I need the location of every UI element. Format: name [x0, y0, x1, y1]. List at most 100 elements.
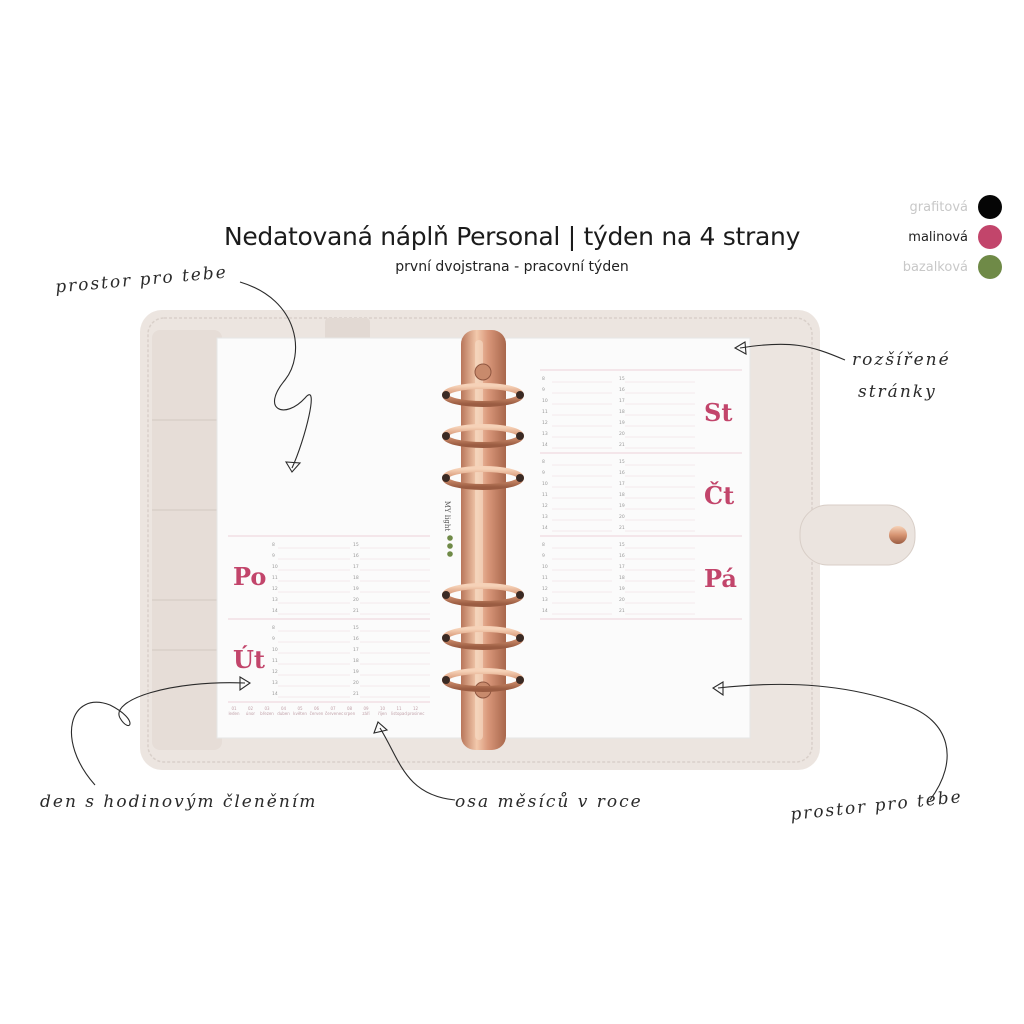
color-dot[interactable] — [978, 225, 1002, 249]
hour-label: 11 — [542, 410, 548, 415]
day-label-pa: Pá — [704, 564, 737, 593]
color-option-grafitova[interactable]: grafitová — [910, 195, 1002, 219]
hour-label: 9 — [542, 554, 545, 559]
hour-label: 11 — [542, 576, 548, 581]
hour-label: 20 — [353, 598, 359, 603]
right-page — [504, 337, 751, 739]
hour-label: 16 — [353, 637, 359, 642]
annotation-extended-pages-1: rozšířené — [852, 350, 951, 370]
hour-label: 12 — [542, 421, 548, 426]
hour-label: 8 — [542, 543, 545, 548]
hour-label: 10 — [542, 482, 548, 487]
hour-label: 18 — [619, 493, 625, 498]
hour-label: 21 — [353, 609, 359, 614]
hour-label: 10 — [272, 565, 278, 570]
hour-label: 21 — [619, 526, 625, 531]
hour-label: 14 — [542, 526, 548, 531]
hour-label: 17 — [619, 565, 625, 570]
hour-label: 8 — [272, 543, 275, 548]
hour-label: 21 — [619, 609, 625, 614]
color-dot[interactable] — [978, 255, 1002, 279]
hour-label: 16 — [619, 471, 625, 476]
hour-label: 15 — [353, 543, 359, 548]
hour-label: 8 — [542, 377, 545, 382]
color-option-label: bazalková — [902, 259, 968, 275]
hour-label: 14 — [272, 609, 278, 614]
hour-label: 10 — [542, 565, 548, 570]
hour-label: 11 — [542, 493, 548, 498]
day-label-ct: Čt — [704, 481, 735, 510]
hour-label: 20 — [619, 598, 625, 603]
color-option-malinova[interactable]: malinová — [908, 225, 1002, 249]
hour-label: 8 — [272, 626, 275, 631]
hour-label: 16 — [353, 554, 359, 559]
hour-label: 18 — [353, 576, 359, 581]
hour-label: 20 — [619, 432, 625, 437]
hour-label: 9 — [542, 471, 545, 476]
hour-label: 19 — [353, 670, 359, 675]
hour-label: 17 — [619, 399, 625, 404]
hour-label: 19 — [619, 504, 625, 509]
hour-label: 19 — [353, 587, 359, 592]
brand-logo — [447, 535, 453, 557]
hour-label: 20 — [353, 681, 359, 686]
color-option-bazalkova[interactable]: bazalková — [903, 255, 1002, 279]
hour-label: 15 — [619, 460, 625, 465]
hour-label: 11 — [272, 659, 278, 664]
hour-label: 9 — [272, 637, 275, 642]
hour-label: 17 — [353, 648, 359, 653]
hour-label: 18 — [619, 410, 625, 415]
hour-label: 10 — [272, 648, 278, 653]
page-title: Nedatovaná náplň Personal | týden na 4 s… — [223, 222, 801, 251]
hour-label: 15 — [353, 626, 359, 631]
annotation-months-axis: osa měsíců v roce — [455, 792, 643, 812]
hour-label: 11 — [272, 576, 278, 581]
hour-label: 13 — [272, 598, 278, 603]
hour-label: 17 — [619, 482, 625, 487]
hour-label: 12 — [272, 587, 278, 592]
left-page — [216, 337, 463, 739]
hour-label: 8 — [542, 460, 545, 465]
hour-label: 15 — [619, 377, 625, 382]
hour-label: 10 — [542, 399, 548, 404]
hour-label: 12 — [542, 587, 548, 592]
hour-label: 15 — [619, 543, 625, 548]
hour-label: 14 — [542, 443, 548, 448]
hour-label: 18 — [619, 576, 625, 581]
day-label-ut: Út — [233, 645, 266, 674]
color-option-label: malinová — [908, 229, 968, 245]
hour-label: 18 — [353, 659, 359, 664]
annotation-day-hours: den s hodinovým členěním — [40, 792, 318, 812]
hour-label: 12 — [272, 670, 278, 675]
hour-label: 13 — [542, 598, 548, 603]
hour-label: 14 — [542, 609, 548, 614]
hour-label: 13 — [542, 515, 548, 520]
hour-label: 13 — [272, 681, 278, 686]
hour-label: 20 — [619, 515, 625, 520]
annotation-arrows — [70, 281, 948, 801]
hour-label: 16 — [619, 388, 625, 393]
hour-label: 19 — [619, 421, 625, 426]
hour-label: 9 — [272, 554, 275, 559]
card-pocket — [152, 330, 222, 750]
day-label-po: Po — [233, 562, 267, 591]
color-dot[interactable] — [978, 195, 1002, 219]
annotation-extended-pages-2: stránky — [858, 382, 937, 402]
day-label-st: St — [704, 398, 733, 427]
page-subtitle: první dvojstrana - pracovní týden — [395, 259, 629, 275]
color-option-label: grafitová — [909, 199, 968, 215]
hour-label: 21 — [353, 692, 359, 697]
